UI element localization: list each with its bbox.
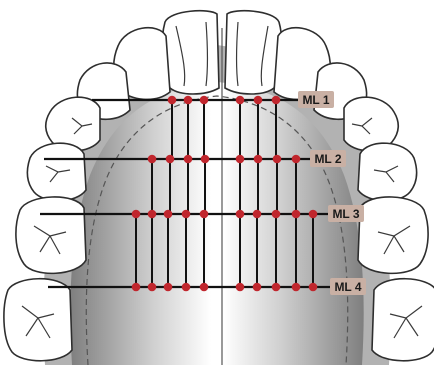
tooth-central-incisor-right bbox=[225, 11, 282, 94]
ml-1-dot bbox=[184, 96, 193, 105]
ml-2-dot bbox=[184, 155, 193, 164]
ml-1-label: ML 1 bbox=[302, 93, 329, 107]
ml-2-dot bbox=[273, 155, 282, 164]
ml-4-dot bbox=[148, 283, 157, 292]
ml-2-dot bbox=[166, 155, 175, 164]
ml-4-dot bbox=[132, 283, 141, 292]
ml-4-label: ML 4 bbox=[334, 280, 361, 294]
ml-4-dot bbox=[200, 283, 209, 292]
ml-4-dot bbox=[236, 283, 245, 292]
ml-1-dot bbox=[236, 96, 245, 105]
ml-1-dot bbox=[254, 96, 263, 105]
ml-3-dot bbox=[148, 210, 157, 219]
ml-4-dot bbox=[253, 283, 262, 292]
ml-1-dot bbox=[200, 96, 209, 105]
ml-3-label: ML 3 bbox=[332, 207, 359, 221]
ml-3-dot bbox=[132, 210, 141, 219]
tooth-molar-2-left bbox=[4, 279, 72, 361]
ml-3-dot bbox=[292, 210, 301, 219]
ml-1-dot bbox=[168, 96, 177, 105]
ml-3-dot bbox=[164, 210, 173, 219]
ml-1-dot bbox=[272, 96, 281, 105]
ml-2-dot bbox=[201, 155, 210, 164]
ml-4-dot bbox=[272, 283, 281, 292]
ml-4-dot bbox=[164, 283, 173, 292]
ml-3-dot bbox=[272, 210, 281, 219]
ml-2-dot bbox=[148, 155, 157, 164]
ml-2-dot bbox=[292, 155, 301, 164]
ml-4-dot bbox=[292, 283, 301, 292]
ml-2-dot bbox=[236, 155, 245, 164]
ml-4-dot bbox=[309, 283, 318, 292]
ml-3-dot bbox=[200, 210, 209, 219]
tooth-central-incisor-left bbox=[162, 11, 219, 94]
ml-3-dot bbox=[182, 210, 191, 219]
ml-3-dot bbox=[236, 210, 245, 219]
ml-3-dot bbox=[253, 210, 262, 219]
ml-3-dot bbox=[309, 210, 318, 219]
ml-2-dot bbox=[254, 155, 263, 164]
tooth-molar-2-right bbox=[372, 279, 434, 361]
ml-2-label: ML 2 bbox=[314, 152, 341, 166]
ml-4-dot bbox=[182, 283, 191, 292]
